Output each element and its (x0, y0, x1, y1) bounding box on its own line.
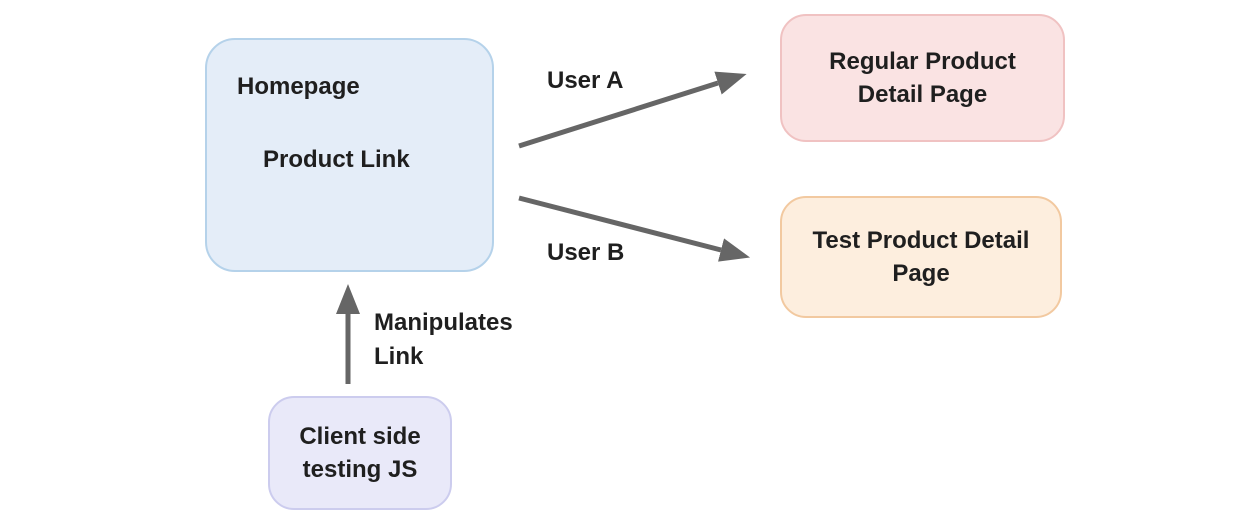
test-product-detail-page-label: Test Product Detail Page (812, 227, 1030, 287)
homepage-product-link-label: Product Link (263, 146, 410, 173)
node-test-product-detail-page: Test Product Detail Page (780, 196, 1062, 318)
client-side-testing-js-label: Client side testing JS (299, 423, 421, 483)
node-regular-product-detail-page: Regular Product Detail Page (780, 14, 1065, 142)
edge-label-user-a: User A (547, 67, 624, 94)
edge-label-user-b: User B (547, 239, 625, 266)
regular-product-detail-page-label: Regular Product Detail Page (829, 48, 1016, 108)
node-homepage: Homepage Product Link (205, 38, 494, 272)
node-client-side-testing-js: Client side testing JS (268, 396, 452, 510)
homepage-title: Homepage (237, 73, 360, 100)
edge-label-manipulates-link: Manipulates Link (374, 309, 513, 370)
